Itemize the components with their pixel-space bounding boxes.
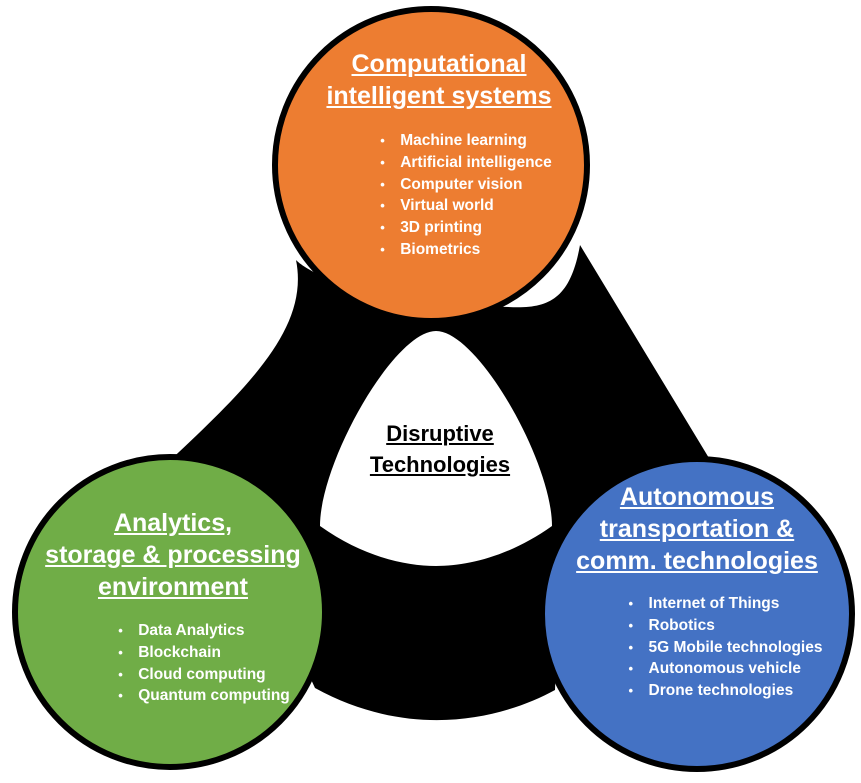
list-item: •Internet of Things <box>627 593 823 615</box>
list-item: •Biometrics <box>378 239 552 261</box>
right-title-line1: Autonomous <box>619 483 775 511</box>
top-bubble-list: •Machine learning •Artificial intelligen… <box>378 130 552 261</box>
right-title-line3: comm. technologies <box>576 547 818 575</box>
center-title-line2: Technologies <box>369 452 511 477</box>
left-title-line1: Analytics, <box>113 509 233 537</box>
right-bubble-content: Autonomous transportation & comm. techno… <box>548 481 846 702</box>
right-bubble-title: Autonomous transportation & comm. techno… <box>548 481 846 577</box>
list-item: •5G Mobile technologies <box>627 637 823 659</box>
bullet-icon: • <box>628 596 634 611</box>
left-bubble-title: Analytics, storage & processing environm… <box>28 507 318 603</box>
right-bubble-list: •Internet of Things •Robotics •5G Mobile… <box>627 593 823 702</box>
top-title-line1: Computational <box>351 50 527 78</box>
left-bubble-list: •Data Analytics •Blockchain •Cloud compu… <box>116 620 290 707</box>
list-item: •Artificial intelligence <box>378 152 552 174</box>
list-item: •Robotics <box>627 615 823 637</box>
bullet-icon: • <box>118 644 123 660</box>
bullet-icon: • <box>628 661 634 677</box>
list-item: •Computer vision <box>378 174 552 196</box>
top-bubble <box>272 6 590 324</box>
list-item: •Blockchain <box>116 642 290 664</box>
bullet-icon: • <box>118 623 123 638</box>
bullet-icon: • <box>628 639 634 655</box>
list-item: •Data Analytics <box>116 620 290 642</box>
center-title: Disruptive Technologies <box>346 418 534 480</box>
list-item: •Machine learning <box>378 130 552 152</box>
bullet-icon: • <box>628 683 634 699</box>
left-bubble <box>12 454 328 770</box>
bullet-icon: • <box>380 176 385 192</box>
bullet-icon: • <box>118 666 123 682</box>
bullet-icon: • <box>380 154 385 170</box>
bullet-icon: • <box>380 220 385 236</box>
list-item: •Cloud computing <box>116 664 290 686</box>
right-title-line2: transportation & <box>599 515 795 543</box>
left-title-line2: storage & processing <box>45 541 301 569</box>
bullet-icon: • <box>118 688 123 704</box>
top-bubble-content: Computational intelligent systems •Machi… <box>300 48 578 261</box>
left-title-line3: environment <box>97 573 249 601</box>
list-item: •3D printing <box>378 217 552 239</box>
bullet-icon: • <box>380 198 385 214</box>
bullet-icon: • <box>380 241 385 257</box>
top-bubble-title: Computational intelligent systems <box>300 48 578 112</box>
bullet-icon: • <box>380 133 385 148</box>
list-item: •Quantum computing <box>116 685 290 707</box>
left-bubble-content: Analytics, storage & processing environm… <box>28 507 318 707</box>
list-item: •Drone technologies <box>627 680 823 702</box>
list-item: •Virtual world <box>378 195 552 217</box>
list-item: •Autonomous vehicle <box>627 658 823 680</box>
center-title-line1: Disruptive <box>386 421 494 446</box>
top-title-line2: intelligent systems <box>326 82 552 110</box>
right-bubble <box>539 456 855 772</box>
bullet-icon: • <box>628 617 634 633</box>
